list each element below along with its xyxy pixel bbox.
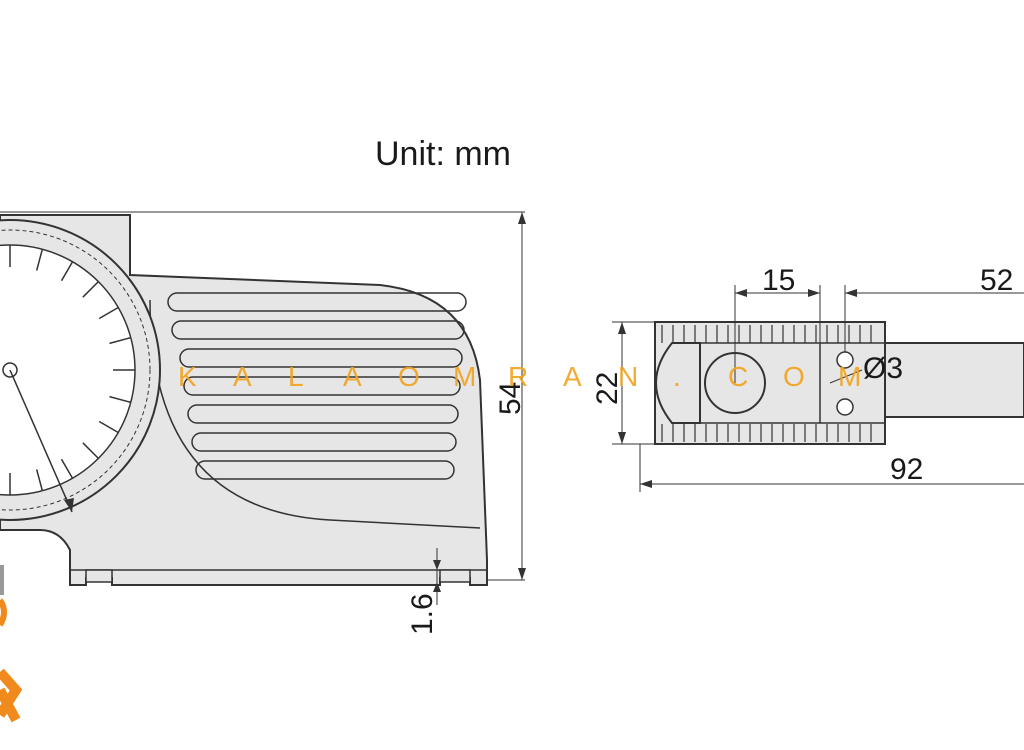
top-view [654, 321, 1024, 445]
dial-tick [35, 469, 44, 491]
dial-tick [98, 420, 119, 434]
stand-edge [0, 565, 4, 595]
watermark-letter: K [178, 361, 197, 392]
watermark-letter: R [508, 361, 528, 392]
small-hole-lower [836, 398, 854, 416]
watermark-letter: M [838, 361, 861, 392]
dim-base-offset: 1.6 [406, 548, 441, 635]
dial-tick [35, 249, 44, 271]
watermark-letter: N [618, 361, 638, 392]
unit-label: Unit: mm [375, 135, 511, 173]
dial-tick [98, 306, 119, 320]
watermark-letter: . [673, 361, 681, 392]
needle-tip [64, 498, 74, 512]
logo-fragment-top [0, 598, 7, 627]
dim-width-small-label: 22 [591, 372, 624, 405]
watermark-letter: L [288, 361, 304, 392]
dial-knurl [0, 229, 151, 511]
dim-top-span-b-label: 52 [980, 264, 1013, 297]
dial-needle [9, 369, 73, 513]
dial-tick [82, 442, 99, 459]
foot-left [85, 569, 113, 583]
watermark-letter: C [728, 361, 748, 392]
dim-top-span-b: 52 [844, 264, 1024, 352]
grip-slot [187, 404, 459, 424]
dim-height-label: 54 [494, 382, 527, 415]
watermark-letter: A [343, 361, 362, 392]
dial-tick [109, 336, 131, 345]
grip-slots [167, 292, 467, 480]
watermark-letter: A [563, 361, 582, 392]
dial-tick [60, 261, 74, 282]
grip-slot [195, 460, 455, 480]
dim-top-span-a-label: 15 [762, 264, 795, 297]
foot-right [439, 569, 471, 583]
dial-tick [109, 395, 131, 404]
logo-fragment-bottom [0, 668, 23, 723]
dim-base-offset-label: 1.6 [406, 593, 439, 635]
grip-slot [183, 376, 461, 396]
dim-hole: Ø3 [829, 352, 903, 385]
dim-height: 54 [0, 211, 527, 581]
watermark: K A L A O M R A N. C O M [178, 361, 861, 392]
grip-slot [167, 292, 467, 312]
dial-tick [60, 458, 74, 479]
grip-slot [179, 348, 463, 368]
dim-length: 92 [639, 444, 1024, 492]
watermark-letter: A [233, 361, 252, 392]
dim-hole-label: Ø3 [863, 352, 903, 385]
knurl-top [661, 325, 872, 343]
watermark-letter: O [783, 361, 805, 392]
knurl-bottom [661, 424, 872, 442]
grip-slot [191, 432, 457, 452]
side-view [0, 214, 488, 723]
dim-top-span-a: 15 [734, 264, 821, 383]
dim-length-label: 92 [890, 453, 923, 486]
watermark-letter: M [453, 361, 476, 392]
dial-ticks [9, 245, 135, 495]
watermark-letter: O [398, 361, 420, 392]
dim-width-small: 22 [591, 321, 655, 445]
dial-tick [82, 281, 99, 298]
grip-slot [171, 320, 465, 340]
